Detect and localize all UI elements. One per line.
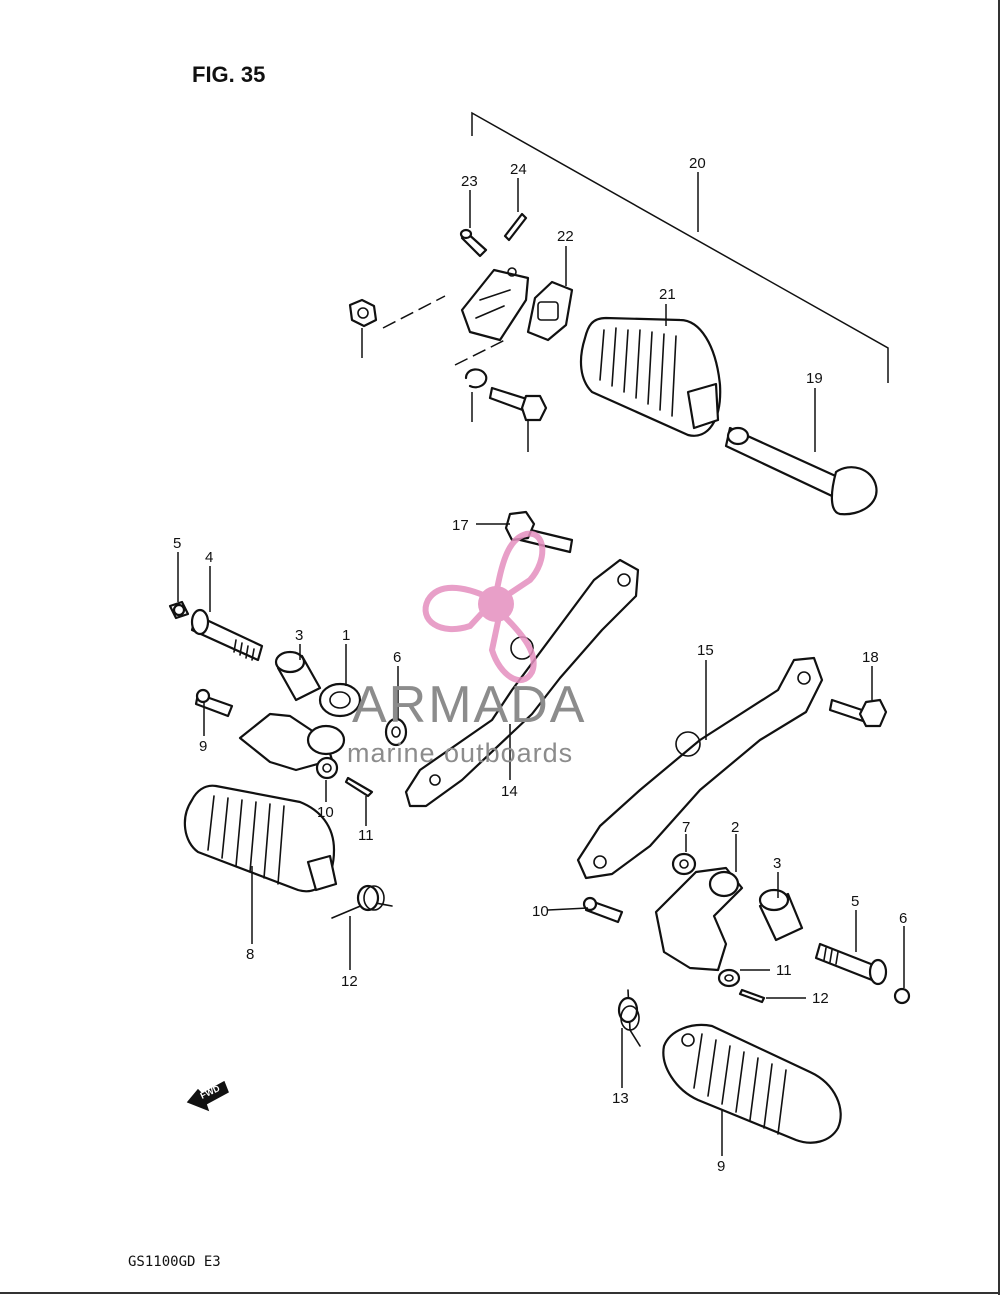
pin-20 xyxy=(459,228,488,258)
collar-3-right xyxy=(758,888,804,942)
callout-13: 14 xyxy=(501,783,518,800)
footrest-rubber-8 xyxy=(662,1023,842,1144)
bracket-left xyxy=(238,712,346,772)
washer-23 xyxy=(464,368,488,389)
callout-9-left: 9 xyxy=(199,738,207,755)
cotter-pin-11-right xyxy=(738,988,766,1004)
footrest-plate-13 xyxy=(404,558,640,808)
callout-4-right: 5 xyxy=(851,893,859,910)
callout-6-left: 6 xyxy=(393,649,401,666)
bolt-4-left xyxy=(190,608,264,662)
callout-5-right: 6 xyxy=(899,910,907,927)
callout-21: 24 xyxy=(510,161,527,178)
watermark-tagline: marine outboards xyxy=(347,738,573,768)
footrest-plate-14 xyxy=(576,656,824,880)
callout-3-right: 3 xyxy=(773,855,781,872)
callout-14: 15 xyxy=(697,642,714,659)
callout-10-left: 10 xyxy=(317,804,334,821)
propeller-logo-icon xyxy=(422,530,546,684)
cotter-pin-11-left xyxy=(344,776,374,798)
callout-11-left: 11 xyxy=(358,827,374,844)
callout-6-right: 7 xyxy=(682,819,690,836)
bushing-1 xyxy=(318,682,362,718)
washer-6-right xyxy=(671,852,697,876)
footrest-shaft-17 xyxy=(724,426,878,516)
footrest-rubber-18 xyxy=(579,316,722,437)
callout-7: 8 xyxy=(246,946,254,963)
callout-16: 20 xyxy=(689,155,706,172)
collar-3-left xyxy=(274,650,322,702)
pin-9-left xyxy=(194,688,234,718)
pin-9-right xyxy=(582,896,624,924)
callout-11-right: 12 xyxy=(812,990,829,1007)
nut-24 xyxy=(348,298,378,328)
callout-3-left: 3 xyxy=(295,627,303,644)
callout-17: 19 xyxy=(806,370,823,387)
plug-5-left xyxy=(168,600,190,620)
callout-10-right: 11 xyxy=(776,962,792,979)
model-code: GS1100GD E3 xyxy=(128,1254,221,1270)
callout-18: 21 xyxy=(659,286,676,303)
fwd-arrow-icon: FWD xyxy=(186,1080,229,1112)
watermark-brand: ARMADA xyxy=(352,676,586,734)
washer-10-left xyxy=(315,756,339,780)
watermark: ARMADA marine outboards xyxy=(347,530,586,768)
callout-2: 2 xyxy=(731,819,739,836)
bolt-22 xyxy=(488,386,548,422)
callout-labels: 20 23 24 22 21 19 17 5 4 3 1 6 9 10 11 1… xyxy=(173,155,907,1175)
figure-title: FIG. 35 xyxy=(192,62,265,87)
callout-15-lower: 18 xyxy=(862,649,879,666)
plug-5-right xyxy=(893,987,911,1005)
spring-12-left xyxy=(331,884,393,919)
rubber-19 xyxy=(526,280,574,342)
callout-1: 1 xyxy=(342,627,350,644)
callout-19: 22 xyxy=(557,228,574,245)
assembly-line-24 xyxy=(382,295,446,329)
callout-15-upper: 17 xyxy=(452,517,469,534)
bolt-15-lower xyxy=(828,698,888,728)
callout-12-left: 12 xyxy=(341,973,358,990)
callout-5-left: 5 xyxy=(173,535,181,552)
callout-8: 9 xyxy=(717,1158,725,1175)
footrest-bracket xyxy=(460,267,530,342)
washer-6-left xyxy=(384,717,408,747)
callout-12-right: 13 xyxy=(612,1090,629,1107)
callout-leaders xyxy=(177,172,905,1156)
washer-10-right xyxy=(717,968,741,988)
cotter-pin-21 xyxy=(503,212,528,242)
bracket-right xyxy=(654,866,744,972)
callout-9-right: 10 xyxy=(532,903,549,920)
spring-12-right xyxy=(617,989,641,1047)
bolt-4-right xyxy=(814,942,888,986)
assembly-bracket-16 xyxy=(471,111,889,383)
assembly-line-23 xyxy=(454,339,506,366)
footrest-rubber-7 xyxy=(183,784,338,893)
callout-20: 23 xyxy=(461,173,478,190)
callout-4-left: 4 xyxy=(205,549,213,566)
